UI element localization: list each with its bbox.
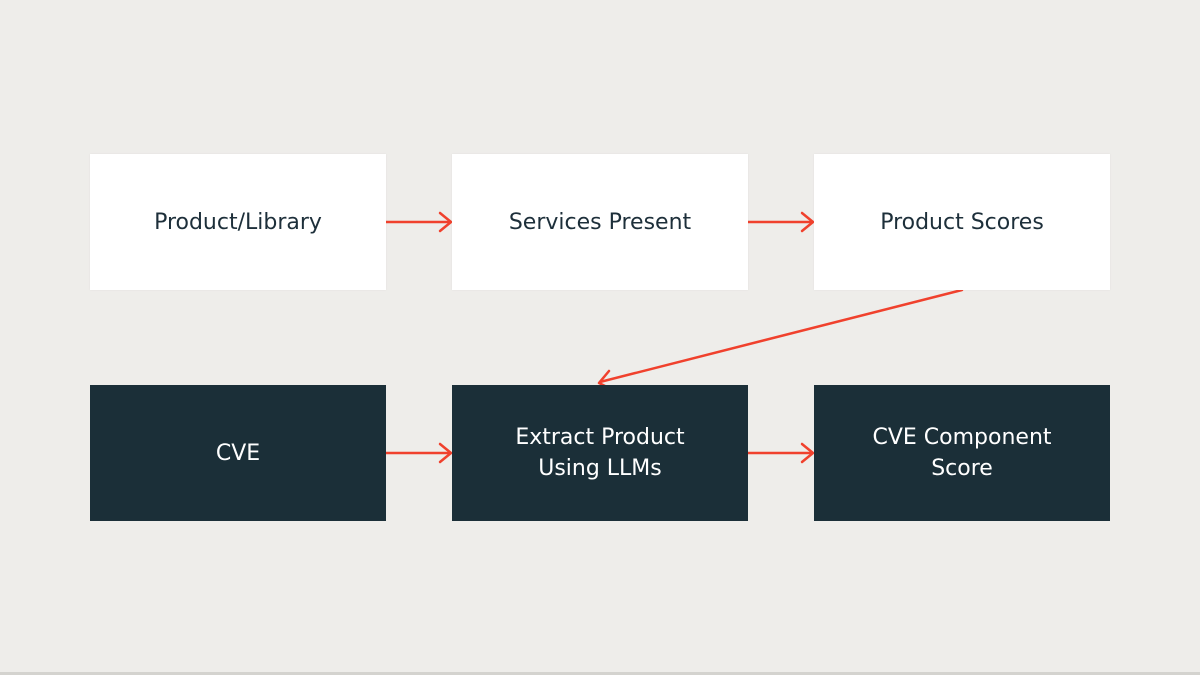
node-cve-component-score: CVE Component Score <box>814 385 1110 521</box>
arrow-product-scores-to-extract-product <box>597 288 964 391</box>
node-cve: CVE <box>90 385 386 521</box>
node-services-present-label: Services Present <box>508 209 692 235</box>
arrow-extract-product-to-cve-component-score <box>746 442 815 464</box>
arrow-product-library-to-services-present <box>384 211 453 233</box>
node-product-library-label: Product/Library <box>154 209 322 235</box>
node-product-library: Product/Library <box>90 154 386 290</box>
node-product-scores-label: Product Scores <box>880 209 1044 235</box>
node-cve-label: CVE <box>215 440 261 466</box>
arrow-cve-to-extract-product <box>384 442 453 464</box>
node-cve-component-score-label: CVE Component Score <box>872 425 1052 481</box>
bottom-divider <box>0 672 1200 675</box>
arrow-services-present-to-product-scores <box>746 211 815 233</box>
node-extract-product: Extract Product Using LLMs <box>452 385 748 521</box>
node-product-scores: Product Scores <box>814 154 1110 290</box>
node-extract-product-label: Extract Product Using LLMs <box>515 425 685 481</box>
node-services-present: Services Present <box>452 154 748 290</box>
